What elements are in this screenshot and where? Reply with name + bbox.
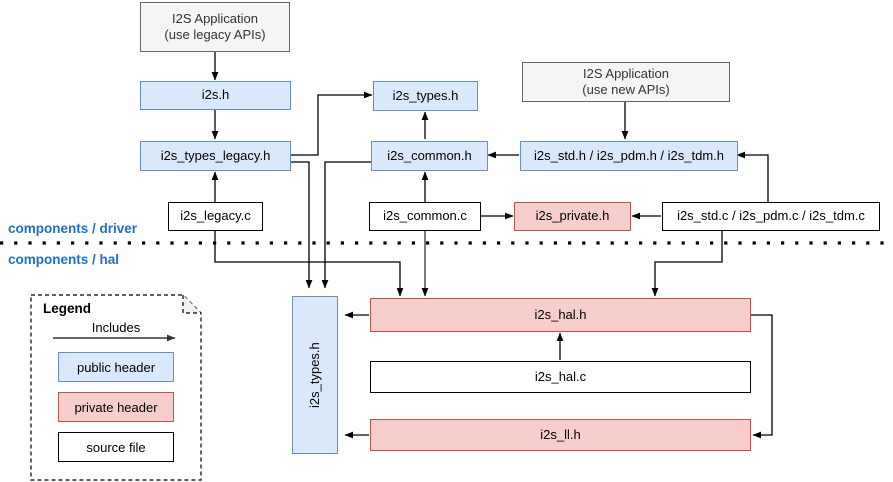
node-i2s-std-pdm-tdm-h[interactable]: i2s_std.h / i2s_pdm.h / i2s_tdm.h xyxy=(520,141,738,171)
legend-swatch-public-header: public header xyxy=(58,352,174,382)
node-i2s-types-h-hal[interactable]: i2s_types.h xyxy=(292,296,338,454)
node-i2s-ll-h[interactable]: i2s_ll.h xyxy=(370,419,751,451)
edge-stdc-stdh xyxy=(736,151,769,202)
legend-frame xyxy=(30,294,202,481)
legend-fold-corner xyxy=(182,295,201,314)
legend-swatch-source-file: source file xyxy=(58,432,174,462)
zone-label-hal: components / hal xyxy=(8,252,120,267)
edge-typeslegacy-typestop xyxy=(291,91,373,156)
legend-includes-label: Includes xyxy=(91,320,141,335)
node-i2s-types-h-top[interactable]: i2s_types.h xyxy=(373,81,478,111)
node-i2s-hal-c[interactable]: i2s_hal.c xyxy=(370,361,751,393)
legend-swatch-private-header: private header xyxy=(58,392,174,422)
node-i2s-legacy-c[interactable]: i2s_legacy.c xyxy=(168,202,263,231)
node-i2s-h[interactable]: i2s.h xyxy=(140,81,291,110)
node-app-legacy-line1: I2S Application xyxy=(171,10,258,26)
node-i2s-types-legacy-h[interactable]: i2s_types_legacy.h xyxy=(140,141,291,171)
node-i2s-common-c[interactable]: i2s_common.c xyxy=(369,202,481,231)
node-i2s-private-h[interactable]: i2s_private.h xyxy=(514,202,631,231)
node-app-legacy-line2: (use legacy APIs) xyxy=(164,27,266,42)
edge-typeslegacy-typeshal xyxy=(291,161,313,289)
node-app-legacy[interactable]: I2S Application (use legacy APIs) xyxy=(140,2,290,52)
node-i2s-common-h[interactable]: i2s_common.h xyxy=(371,141,488,171)
legend: Legend Includes public header private he… xyxy=(31,295,201,480)
node-i2s-std-pdm-tdm-c[interactable]: i2s_std.c / i2s_pdm.c / i2s_tdm.c xyxy=(662,202,880,231)
zone-label-driver: components / driver xyxy=(8,221,138,236)
node-i2s-hal-h[interactable]: i2s_hal.h xyxy=(370,298,751,332)
edge-stdc-halh xyxy=(651,231,723,297)
node-app-new[interactable]: I2S Application (use new APIs) xyxy=(522,62,730,102)
node-app-new-line1: I2S Application xyxy=(582,65,669,81)
edge-halh-llh xyxy=(751,314,773,439)
edge-commonh-typeshal xyxy=(321,161,372,289)
node-app-new-line2: (use new APIs) xyxy=(582,82,670,97)
edge-legacyc-halh xyxy=(214,231,404,297)
legend-title: Legend xyxy=(43,301,92,316)
